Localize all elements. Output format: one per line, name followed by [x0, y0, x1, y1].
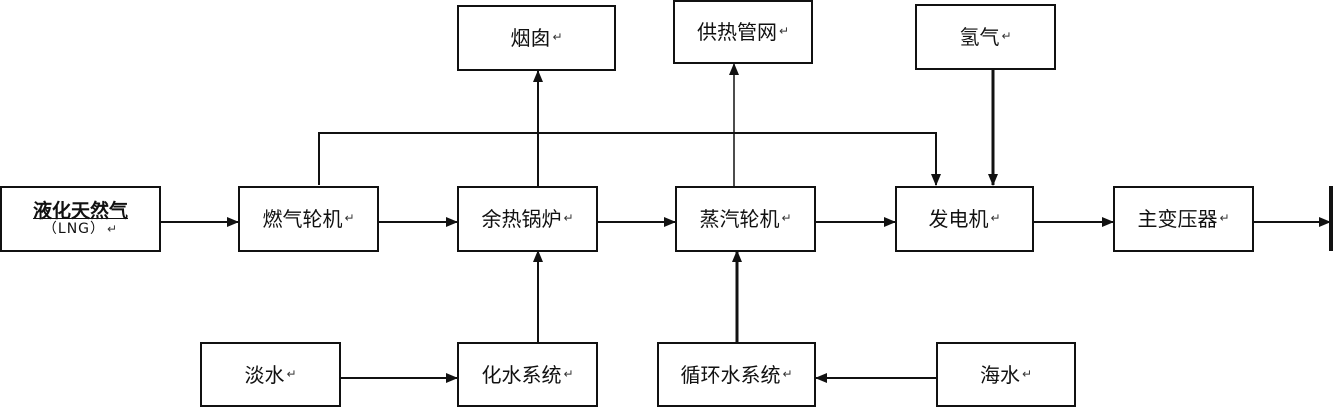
node-hrsg-label: 余热锅炉: [481, 207, 562, 231]
paragraph-mark: ↵: [107, 221, 119, 236]
paragraph-mark: ↵: [782, 366, 793, 381]
node-chimney: 烟囱↵: [457, 5, 616, 71]
node-water-treatment-label: 化水系统: [481, 362, 562, 387]
node-lng-label: 液化天然气: [32, 199, 128, 222]
paragraph-mark: ↵: [552, 30, 563, 45]
arrow-gas-turbine-to-generator: [318, 132, 941, 186]
node-seawater: 海水↵: [936, 342, 1076, 407]
grid-terminal-bar: [1329, 186, 1333, 251]
node-steam-turbine-label: 蒸汽轮机: [699, 207, 780, 231]
node-transformer: 主变压器↵: [1113, 186, 1254, 252]
node-lng-sublabel: （LNG）: [42, 220, 106, 237]
node-fresh-water: 淡水↵: [200, 342, 341, 407]
node-water-treatment: 化水系统↵: [457, 342, 598, 407]
paragraph-mark: ↵: [781, 211, 792, 226]
node-heating-network-label: 供热管网: [696, 20, 777, 44]
node-generator: 发电机↵: [895, 186, 1034, 252]
paragraph-mark: ↵: [286, 366, 297, 381]
node-hydrogen-label: 氢气: [959, 25, 1000, 49]
node-hrsg: 余热锅炉↵: [457, 186, 598, 252]
node-gas-turbine-label: 燃气轮机: [262, 207, 343, 231]
paragraph-mark: ↵: [563, 366, 574, 381]
node-heating-network: 供热管网↵: [673, 0, 813, 64]
node-fresh-water-label: 淡水: [244, 362, 285, 387]
node-steam-turbine: 蒸汽轮机↵: [675, 186, 816, 252]
node-generator-label: 发电机: [928, 207, 989, 231]
node-gas-turbine: 燃气轮机↵: [238, 186, 379, 252]
node-lng: 液化天然气 （LNG）↵: [0, 186, 161, 252]
node-seawater-label: 海水: [979, 362, 1020, 387]
node-circulating-water: 循环水系统↵: [657, 342, 816, 407]
node-circulating-water-label: 循环水系统: [680, 362, 781, 387]
paragraph-mark: ↵: [1021, 366, 1033, 381]
node-transformer-label: 主变压器: [1137, 207, 1218, 231]
paragraph-mark: ↵: [1001, 29, 1012, 44]
node-hydrogen: 氢气↵: [915, 4, 1056, 70]
paragraph-mark: ↵: [344, 211, 355, 226]
paragraph-mark: ↵: [778, 24, 790, 39]
paragraph-mark: ↵: [563, 211, 574, 226]
paragraph-mark: ↵: [990, 211, 1001, 226]
node-chimney-label: 烟囱: [510, 26, 551, 50]
paragraph-mark: ↵: [1219, 211, 1230, 226]
